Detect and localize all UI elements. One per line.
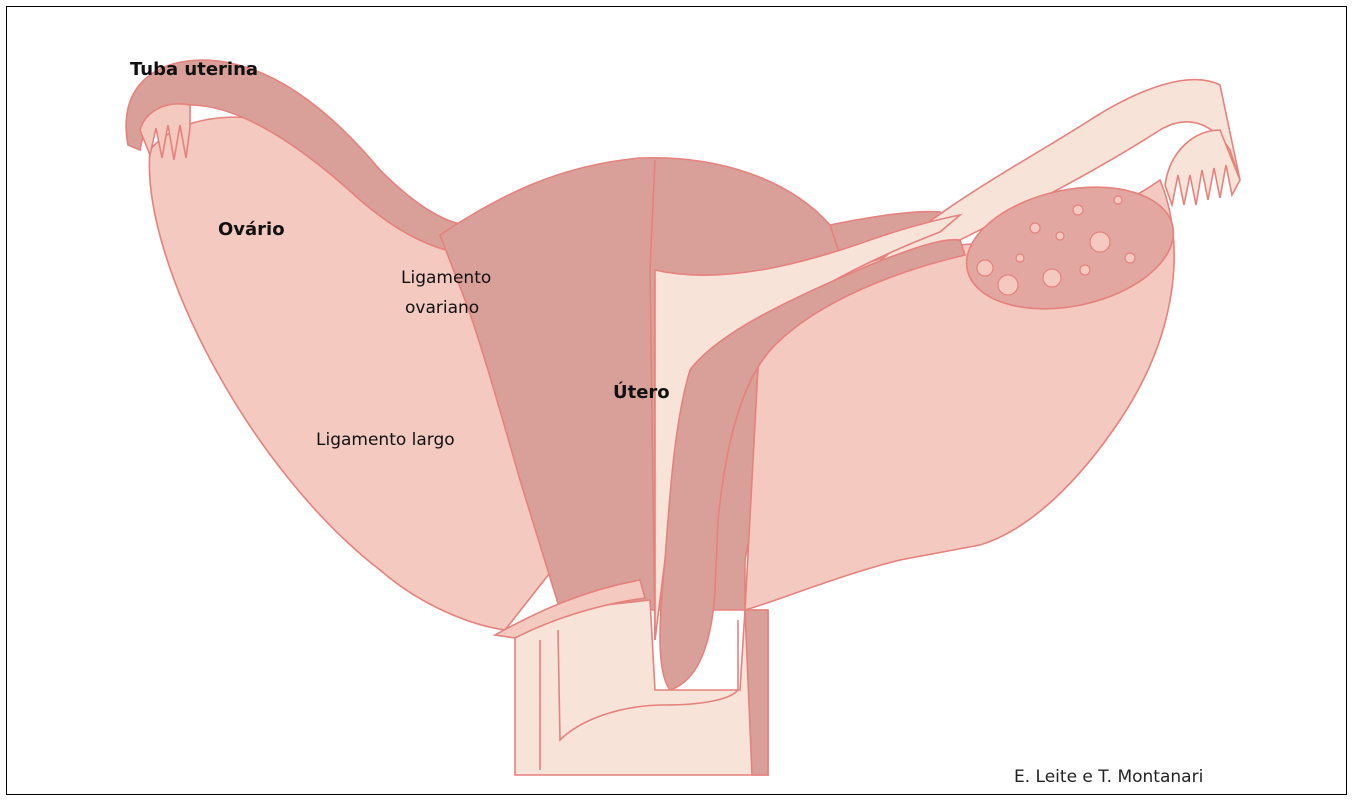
label-ovario: Ovário (218, 219, 285, 240)
author-credit: E. Leite e T. Montanari (1014, 767, 1203, 787)
label-ligamento-largo: Ligamento largo (316, 430, 455, 450)
label-ligamento-ovariano-line2: ovariano (405, 298, 479, 318)
label-tuba-uterina: Tuba uterina (130, 59, 258, 80)
vagina (515, 600, 768, 775)
label-ligamento-ovariano-line1: Ligamento (401, 268, 491, 288)
label-utero: Útero (613, 382, 670, 403)
